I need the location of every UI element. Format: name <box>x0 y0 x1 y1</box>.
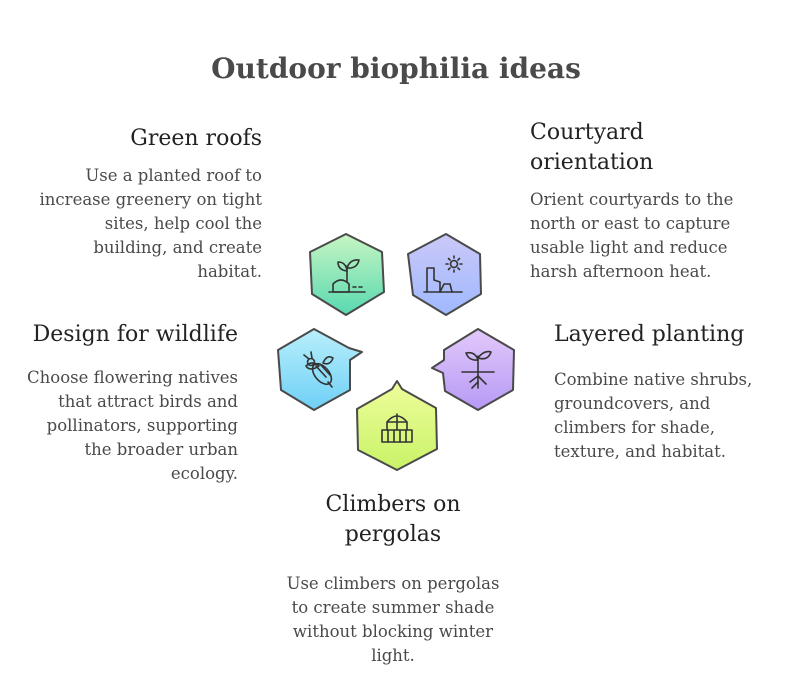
idea-design-for-wildlife: Design for wildlife Choose flowering nat… <box>20 320 238 486</box>
idea-climbers-on-pergolas: Climbers on pergolas Use climbers on per… <box>286 490 500 668</box>
idea-description: Use a planted roof to increase greenery … <box>39 166 262 281</box>
layered-planting-hexagon <box>431 328 515 411</box>
idea-green-roofs: Green roofs Use a planted roof to increa… <box>30 124 262 284</box>
climbers-on-pergolas-hexagon <box>356 380 438 471</box>
courtyard-orientation-hexagon <box>407 233 482 316</box>
pergola-icon <box>381 413 413 443</box>
diagram-title: Outdoor biophilia ideas <box>211 52 581 85</box>
bee-icon <box>303 351 334 388</box>
idea-heading: Design for wildlife <box>32 322 238 347</box>
sun-over-canyon-icon <box>423 255 463 293</box>
idea-heading: Climbers on pergolas <box>325 492 461 547</box>
idea-heading: Green roofs <box>130 126 262 151</box>
idea-heading: Courtyard orientation <box>530 120 654 175</box>
idea-description: Use climbers on pergolas to create summe… <box>286 574 500 665</box>
idea-courtyard-orientation: Courtyard orientation Orient courtyards … <box>530 118 762 284</box>
idea-description: Combine native shrubs, groundcovers, and… <box>554 370 753 461</box>
plant-with-roots-icon <box>461 350 495 389</box>
idea-description: Orient courtyards to the north or east t… <box>530 190 734 281</box>
idea-description: Choose flowering natives that attract bi… <box>27 368 238 483</box>
idea-heading: Layered planting <box>554 322 745 347</box>
idea-layered-planting: Layered planting Combine native shrubs, … <box>554 320 786 464</box>
green-roofs-hexagon <box>309 233 385 316</box>
sprout-on-building-icon <box>328 259 366 293</box>
design-for-wildlife-hexagon <box>277 328 363 411</box>
